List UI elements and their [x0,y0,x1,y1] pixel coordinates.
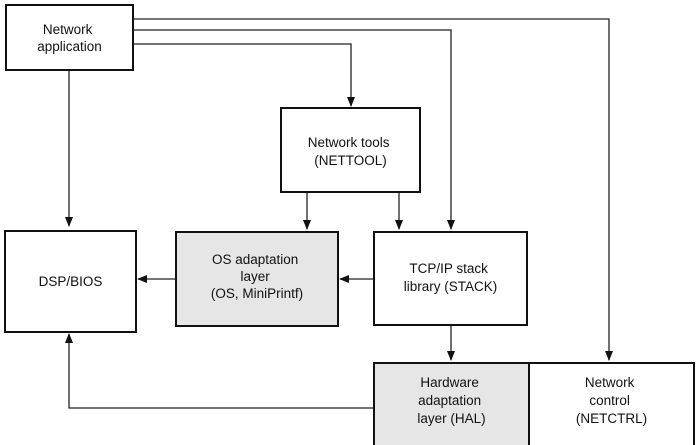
label-line: TCP/IP stack [409,261,488,276]
node-dsp-bios: DSP/BIOS [4,230,137,333]
node-tcpip-stack: TCP/IP stack library (STACK) [373,231,528,326]
label-line: (OS, MiniPrintf) [211,286,303,301]
node-box [5,4,134,71]
node-box [528,362,695,445]
edge-network-app-to-tcpip [133,29,455,230]
node-label: Network tools (NETTOOL) [308,135,394,168]
node-box [175,231,339,327]
label-line: application [37,39,102,54]
edge-network-app-to-netctrl [133,18,613,361]
label-line: Network [585,375,635,390]
node-box [280,107,421,193]
edge-hal-to-dsp-bios [65,333,374,409]
node-label: Hardware adaptation layer (HAL) [417,375,485,426]
label-line: control [589,393,630,408]
node-label: TCP/IP stack library (STACK) [404,261,498,294]
node-box [373,362,530,445]
node-box [373,231,528,326]
edge-network-app-to-network-tools [133,43,355,107]
label-line: OS adaptation [212,252,298,267]
edges [65,18,613,409]
node-network-control: Network control (NETCTRL) [528,362,695,445]
label-line: adaptation [418,393,481,408]
label-line: layer (HAL) [417,411,485,426]
node-label: Network control (NETCTRL) [576,375,647,426]
node-hardware-adaptation-layer: Hardware adaptation layer (HAL) [373,362,530,445]
node-label: Network application [37,22,102,54]
node-network-app: Network application [5,4,134,71]
label-line: Hardware [420,375,479,390]
node-box [4,230,137,333]
node-label: DSP/BIOS [39,274,103,289]
label-line: library (STACK) [404,279,498,294]
label-line: layer [240,269,270,284]
label-line: Network tools [308,135,390,150]
label-line: (NETCTRL) [576,411,647,426]
node-os-adaptation-layer: OS adaptation layer (OS, MiniPrintf) [175,231,339,327]
label-line: Network [43,22,93,37]
node-label: OS adaptation layer (OS, MiniPrintf) [211,252,303,301]
label-line: (NETTOOL) [314,153,387,168]
node-network-tools: Network tools (NETTOOL) [280,107,421,193]
